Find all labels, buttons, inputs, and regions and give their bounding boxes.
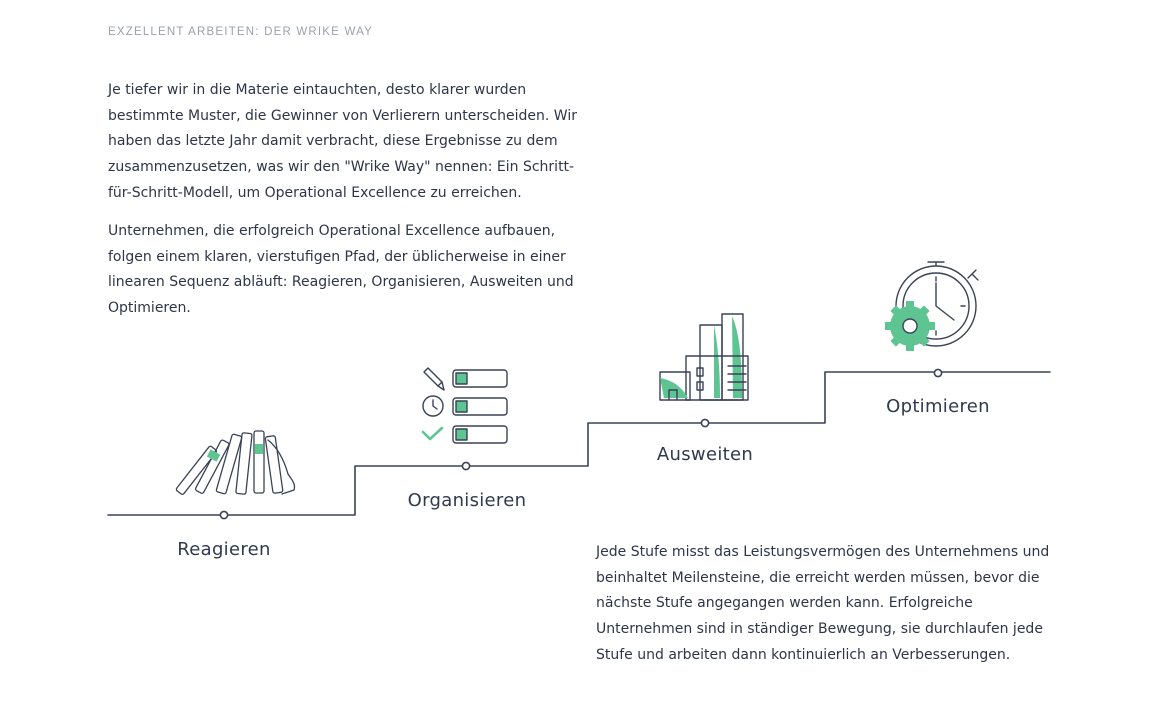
step-marker-2	[461, 461, 471, 471]
outro-paragraph: Jede Stufe misst das Leistungsvermögen d…	[596, 544, 1050, 663]
step-marker-3	[700, 418, 710, 428]
checklist-icon	[421, 367, 508, 444]
step-marker-1	[219, 510, 229, 520]
step-marker-4	[933, 368, 943, 378]
buildings-icon	[659, 313, 749, 401]
staircase-line	[107, 371, 1051, 516]
stopwatch-gear-icon	[885, 261, 979, 351]
step-label-organisieren: Organisieren	[407, 490, 527, 511]
falling-books-icon	[175, 430, 296, 495]
step-label-optimieren: Optimieren	[886, 396, 990, 417]
eyebrow-title: EXZELLENT ARBEITEN: DER WRIKE WAY	[108, 26, 373, 38]
step-label-ausweiten: Ausweiten	[656, 444, 754, 465]
intro-paragraph-1: Je tiefer wir in die Materie eintauchten…	[108, 82, 577, 201]
step-label-reagieren: Reagieren	[177, 539, 271, 560]
intro-paragraph-2: Unternehmen, die erfolgreich Operational…	[108, 223, 574, 317]
